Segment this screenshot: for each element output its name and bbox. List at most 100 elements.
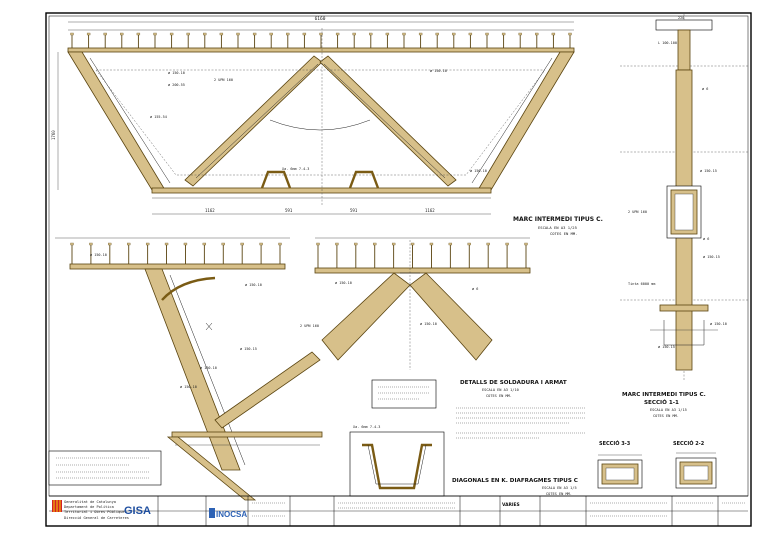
general-notes [456, 407, 586, 439]
stud-head [369, 32, 373, 36]
stud-head [524, 242, 528, 246]
svg-text:ø 150.10: ø 150.10 [180, 385, 197, 389]
stud-head [391, 242, 396, 246]
detail-view-scale: ESCALA EN A3 1/10 [482, 388, 519, 392]
side-top-connection [677, 29, 691, 71]
k-joint-studs [316, 242, 528, 268]
side-view-title-text: MARC INTERMEDI TIPUS C. [622, 392, 706, 398]
side-top-plate [655, 19, 713, 31]
stud-head [86, 32, 91, 36]
detail-studs [70, 242, 282, 264]
side-view-units: COTES EN MM. [653, 414, 679, 418]
stud-head [429, 242, 434, 246]
k-joint-detail: ø 150.10 ø 6 2 UPN 160 ø 150.10 [300, 237, 531, 370]
stud-head [302, 32, 307, 36]
main-view-title-text: MARC INTERMEDI TIPUS C. [513, 216, 603, 223]
stud-head [354, 242, 358, 246]
stud-head [259, 242, 263, 246]
svg-text:ø 150.10: ø 150.10 [90, 253, 107, 257]
stud-head [70, 32, 74, 36]
svg-text:2 UPN 160: 2 UPN 160 [300, 324, 319, 328]
stud-head [164, 242, 169, 246]
svg-text:ø 155.54: ø 155.54 [150, 115, 167, 119]
side-section-1-1: 220 L 100-100-10 ø 6 ø 150.15 2 UPN 160 … [620, 14, 748, 380]
stud-head [468, 32, 473, 36]
side-bottom-plate [659, 304, 709, 312]
svg-text:ø 150.15: ø 150.15 [658, 345, 675, 349]
stud-head [219, 32, 224, 36]
stud-head [252, 32, 257, 36]
stud-head [278, 242, 282, 246]
k-joint-left-diagonal [321, 272, 411, 361]
stud-head [385, 32, 390, 36]
gisa-wordmark: GISA [124, 505, 151, 517]
stud-head [448, 242, 453, 246]
top-flange-studs [70, 32, 572, 48]
stud-head [103, 32, 107, 36]
detail-inclined-web [144, 268, 241, 471]
gencat-dept-2: Territorial i Obres Públiques [64, 510, 127, 514]
diagonals-view-title: DIAGONALS EN K. DIAFRAGMES TIPUS C ESCAL… [452, 478, 578, 496]
sheet-border [45, 12, 752, 527]
svg-text:ø 6: ø 6 [702, 87, 708, 91]
stud-head [467, 242, 471, 246]
stud-head [335, 32, 340, 36]
svg-text:Tinta 6000 mm: Tinta 6000 mm [628, 282, 655, 286]
stud-head [410, 242, 415, 246]
svg-text:1760: 1760 [51, 130, 56, 140]
stud-head [108, 242, 112, 246]
svg-text:2 UPN 160: 2 UPN 160 [628, 210, 647, 214]
svg-text:591: 591 [350, 208, 358, 213]
main-view-scale: ESCALA EN A3 1/25 [538, 225, 577, 230]
stud-head [145, 242, 150, 246]
stud-head [202, 242, 207, 246]
gencat-directorate: Direcció General de Carreteres [64, 516, 129, 520]
stud-head [535, 32, 539, 36]
svg-text:ø 200.55: ø 200.55 [168, 83, 185, 87]
stud-head [418, 32, 423, 36]
svg-text:6160: 6160 [315, 16, 326, 22]
title-block: Generalitat de Catalunya Departament de … [49, 495, 748, 526]
svg-text:ø 150.10: ø 150.10 [245, 283, 262, 287]
svg-text:ø 150.10: ø 150.10 [420, 322, 437, 326]
stud-head [316, 242, 320, 246]
detail-view-title: DETALLS DE SOLDADURA I ARMAT ESCALA EN A… [460, 380, 567, 398]
diagonals-view-scale: ESCALA EN A3 1/5 [542, 486, 577, 490]
stud-head [136, 32, 141, 36]
stud-head [373, 242, 377, 246]
svg-text:ø 6: ø 6 [472, 287, 478, 291]
main-view-title: MARC INTERMEDI TIPUS C. ESCALA EN A3 1/2… [513, 216, 603, 236]
stud-head [352, 32, 356, 36]
stud-head [169, 32, 174, 36]
stud-head [236, 32, 240, 36]
svg-text:591: 591 [285, 208, 293, 213]
inocsa-wordmark: INOCSA [216, 510, 247, 519]
side-view-title: MARC INTERMEDI TIPUS C. SECCIÓ 1-1 ESCAL… [622, 392, 706, 418]
right-web [477, 51, 575, 191]
stud-head [551, 32, 556, 36]
stud-head [269, 32, 273, 36]
stud-head [319, 32, 323, 36]
omega-stiffener-right [348, 170, 380, 189]
stud-head [183, 242, 188, 246]
stud-head [568, 32, 572, 36]
detail-view-title-text: DETALLS DE SOLDADURA I ARMAT [460, 380, 567, 386]
diagonals-view-units: COTES EN MM. [546, 492, 572, 496]
corner-detail: ø 150.10 ø 150.10 ø 150.15 ø 150.10 ø 15… [55, 237, 323, 501]
svg-text:ø 150.10: ø 150.10 [168, 71, 185, 75]
main-view-units: COTES EN MM. [550, 231, 577, 236]
stud-head [402, 32, 406, 36]
omega-stiffener-left [260, 170, 292, 189]
stud-head [485, 32, 489, 36]
stud-head [70, 242, 74, 246]
stud-head [120, 32, 124, 36]
stud-head [518, 32, 522, 36]
left-web [67, 51, 166, 191]
svg-text:ø 150.15: ø 150.15 [700, 169, 717, 173]
section-3-3-label: SECCIÓ 3-3 [599, 440, 631, 447]
svg-text:ø 150.10: ø 150.10 [200, 366, 217, 370]
inocsa-logo: INOCSA [209, 508, 247, 519]
stud-head [89, 242, 93, 246]
svg-text:1162: 1162 [425, 208, 435, 213]
